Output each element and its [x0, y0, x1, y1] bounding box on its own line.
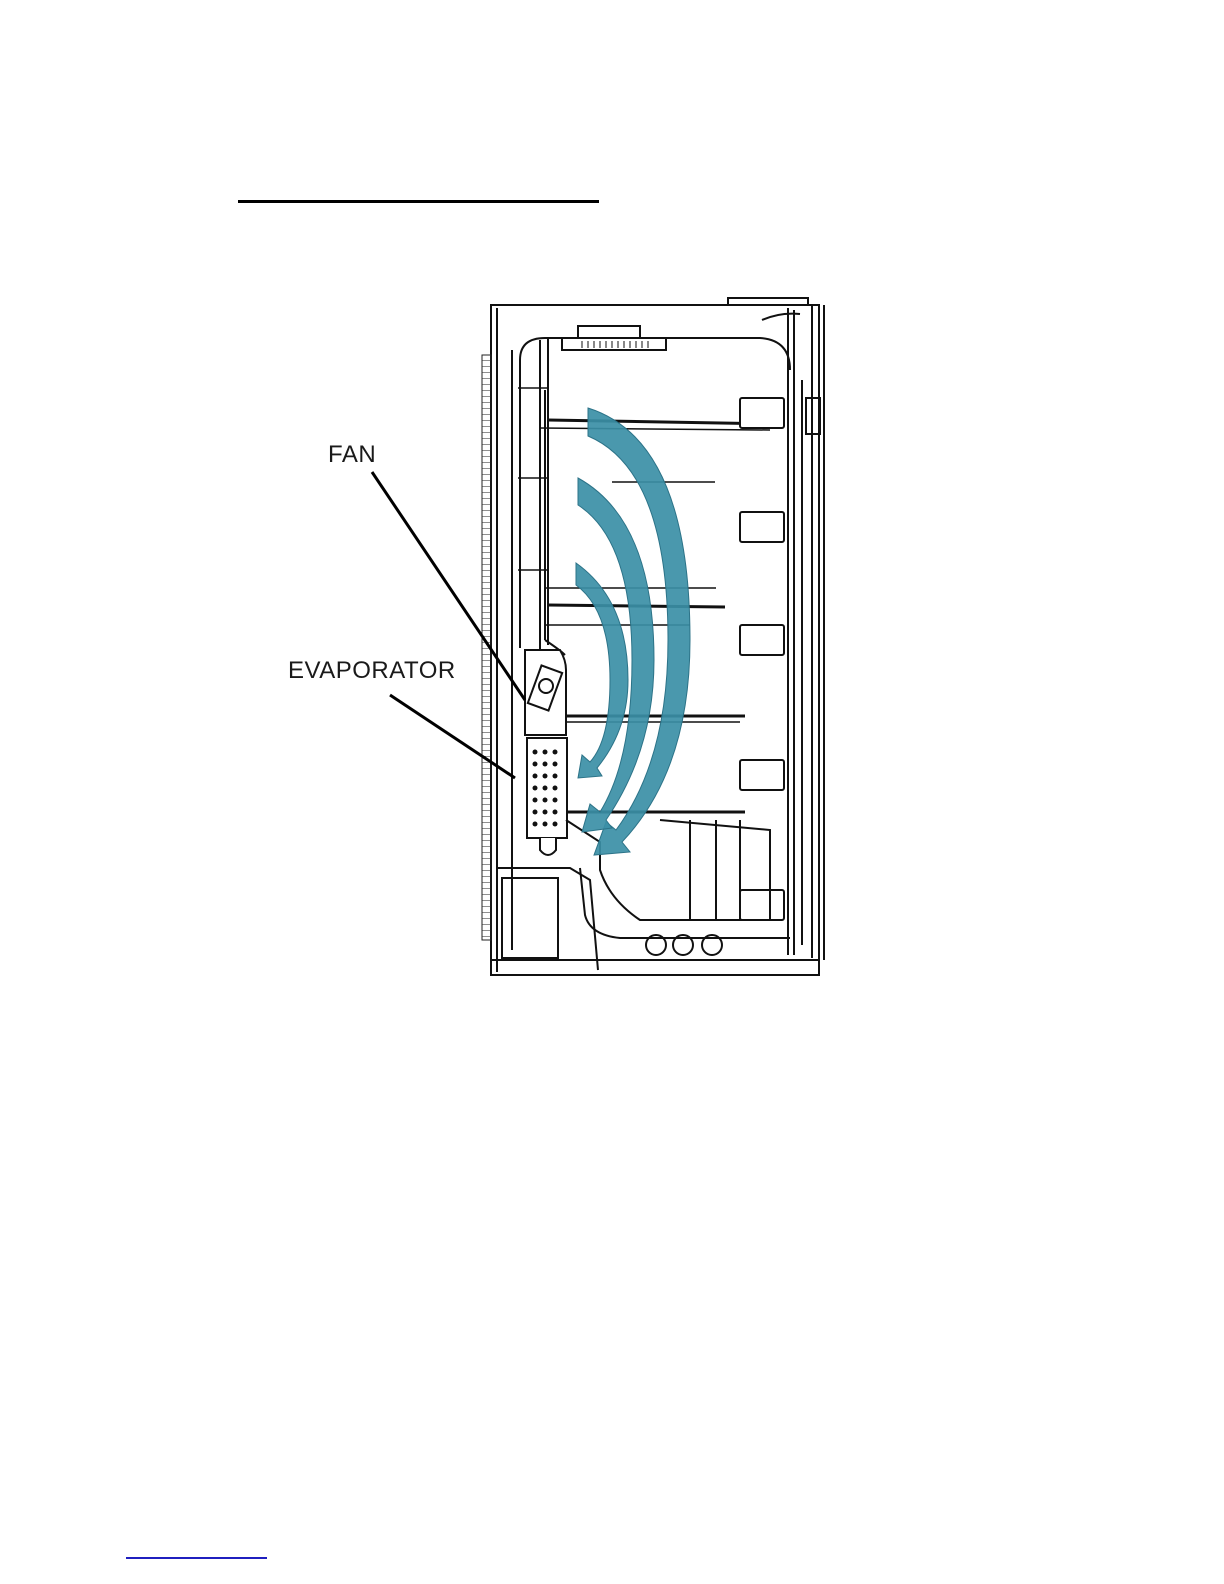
fan-label: FAN [328, 441, 376, 469]
door-bins [740, 398, 784, 920]
machine-compartment [498, 868, 600, 970]
evaporator-coil [527, 738, 567, 855]
footnote-separator [126, 1557, 267, 1559]
evaporator-label: EVAPORATOR [288, 657, 456, 685]
airflow-arrow-inner [576, 563, 628, 778]
top-light-housing [562, 326, 666, 350]
fan-assembly [525, 650, 566, 735]
airflow-arrows [576, 408, 690, 855]
